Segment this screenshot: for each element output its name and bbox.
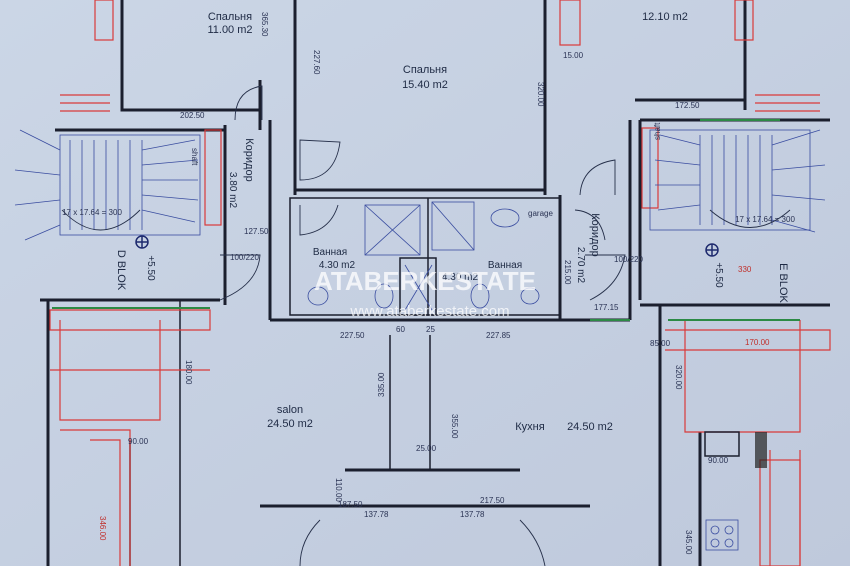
room-bedroom-left-area: 11.00 m2 <box>207 24 252 36</box>
dim-330: 330 <box>738 265 752 274</box>
dim-137-78a: 137.78 <box>364 510 389 519</box>
level-markers <box>135 235 719 257</box>
dim-100-220-left: 100/220 <box>230 253 259 262</box>
doors <box>219 85 626 566</box>
dim-227-85: 227.85 <box>486 331 511 340</box>
dim-320: 320.00 <box>536 82 545 107</box>
stairs-right-formula: 17 x 17.64 = 300 <box>735 215 795 224</box>
room-kitchen-name: Кухня <box>515 421 544 433</box>
watermark: ATABERKESTATE www.ataberkestate.com <box>314 266 536 320</box>
dim-25: 25 <box>426 325 435 334</box>
dim-60: 60 <box>396 325 405 334</box>
room-corridor-right-area: 2.70 m2 <box>575 247 586 284</box>
dim-365-30: 365.30 <box>260 12 269 37</box>
garage-label: garage <box>528 209 553 218</box>
dim-110: 110.00 <box>334 478 343 502</box>
kitchen-appliances <box>704 431 767 551</box>
dimension-labels: 202.50 365.30 227.60 320.00 15.00 172.50… <box>98 12 770 555</box>
watermark-url: www.ataberkestate.com <box>349 303 509 320</box>
dim-346: 346.00 <box>98 516 107 541</box>
block-right-name: E BLOK <box>777 263 789 303</box>
block-right-level: +5.50 <box>713 262 724 288</box>
dim-217-50: 217.50 <box>480 496 505 505</box>
room-bedroom-left-name: Спальня <box>208 11 252 23</box>
watermark-brand: ATABERKESTATE <box>314 266 536 296</box>
block-labels: D BLOK +5.50 E BLOK +5.50 17 x 17.64 = 3… <box>62 208 795 304</box>
room-bedroom-center-area: 15.40 m2 <box>402 79 448 91</box>
dim-227-60: 227.60 <box>312 50 321 75</box>
dim-172-50: 172.50 <box>675 101 700 110</box>
room-bath-left-name: Ванная <box>313 247 347 258</box>
dim-137-78b: 137.78 <box>460 510 485 519</box>
bath-fixtures <box>307 201 540 311</box>
dim-90: 90.00 <box>128 437 149 446</box>
dim-170: 170.00 <box>745 338 770 347</box>
stairs-left-formula: 17 x 17.64 = 300 <box>62 208 122 217</box>
room-labels: Спальня 11.00 m2 Спальня 15.40 m2 12.10 … <box>207 11 687 433</box>
dim-345: 345.00 <box>684 530 693 555</box>
room-salon-name: salon <box>277 404 303 416</box>
dim-227-50: 227.50 <box>340 331 365 340</box>
room-bath-right-name: Ванная <box>488 260 522 271</box>
stairs-right <box>649 129 826 233</box>
dim-90-right: 90.00 <box>708 456 729 465</box>
shaft-left-label: shaft <box>190 148 199 166</box>
dim-187-50: 187.50 <box>338 500 363 509</box>
dim-202-50: 202.50 <box>180 111 205 120</box>
room-salon-area: 24.50 m2 <box>267 418 313 430</box>
room-kitchen-area: 24.50 m2 <box>567 421 613 433</box>
dim-177-15: 177.15 <box>594 303 619 312</box>
small-labels: shaft shaft garage <box>190 122 662 218</box>
room-corridor-right-name: Коридор <box>589 213 601 256</box>
walls <box>40 0 830 566</box>
green-frames <box>52 119 800 321</box>
dim-320b: 320.00 <box>674 365 683 390</box>
room-bedroom-right-area: 12.10 m2 <box>642 11 688 23</box>
dim-25-00: 25.00 <box>416 444 437 453</box>
red-windows <box>49 0 831 566</box>
dim-215: 215.00 <box>563 260 572 285</box>
block-left-name: D BLOK <box>115 250 127 291</box>
dim-127-50: 127.50 <box>244 227 269 236</box>
block-left-level: +5.50 <box>145 255 156 281</box>
room-corridor-left-area: 3.80 m2 <box>227 172 238 209</box>
dim-335: 335.00 <box>377 372 386 397</box>
room-bath-right-area: 4.30 m2 <box>442 272 479 283</box>
room-bedroom-center-name: Спальня <box>403 64 447 76</box>
dim-180: 180.00 <box>184 360 193 385</box>
dim-15: 15.00 <box>563 51 584 60</box>
room-bath-left-area: 4.30 m2 <box>319 260 356 271</box>
dim-85-00: 85.00 <box>650 339 671 348</box>
stairs-left <box>14 129 201 241</box>
shaft-right-label: shaft <box>653 122 662 140</box>
room-corridor-left-name: Коридор <box>243 138 255 181</box>
dim-100-220-right: 100/220 <box>614 255 643 264</box>
dim-355: 355.00 <box>450 414 459 439</box>
